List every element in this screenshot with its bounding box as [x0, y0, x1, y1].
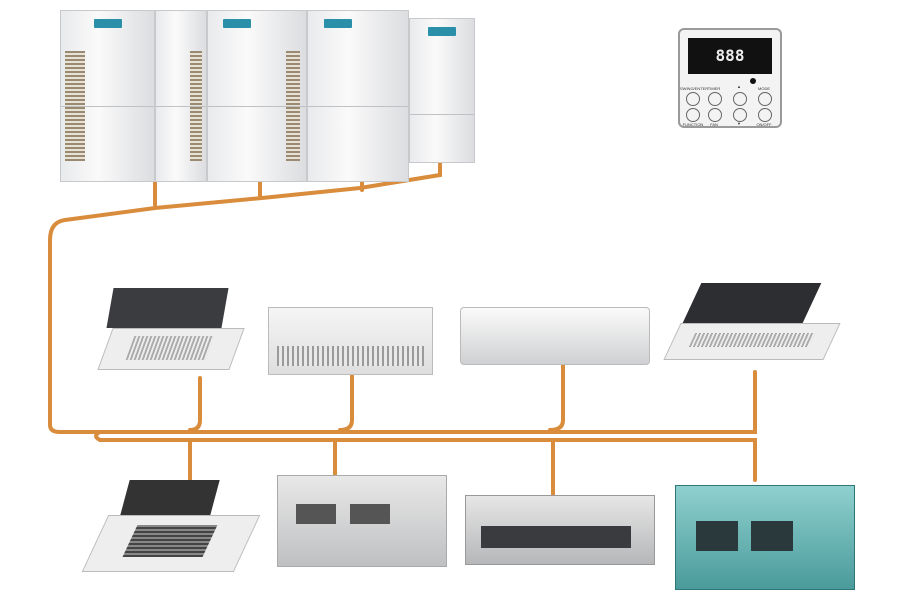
remote-button: [708, 92, 722, 106]
ducted-unit: [277, 475, 447, 567]
remote-label: MODE: [758, 86, 770, 91]
remote-button: [733, 92, 747, 106]
outdoor-unit: [409, 18, 475, 163]
outdoor-unit: [307, 10, 409, 182]
remote-button: [708, 108, 722, 122]
outdoor-unit: [60, 10, 155, 182]
remote-button: [686, 108, 700, 122]
remote-label: ON/OFF: [756, 122, 772, 127]
remote-button: [758, 92, 772, 106]
one-way-cassette-unit: [663, 283, 841, 375]
cassette-unit: [97, 288, 245, 383]
slim-ducted-unit: [465, 495, 655, 565]
remote-label: ▼: [737, 121, 741, 126]
remote-label: ▲: [737, 84, 741, 89]
remote-label: SWING/ENTER: [680, 86, 709, 91]
high-static-ducted-unit: [675, 485, 855, 590]
wired-remote-controller: 888 SWING/ENTER TIMER ▲ MODE FUNCTION FA…: [678, 28, 782, 128]
remote-sensor-icon: [750, 78, 756, 84]
wall-mounted-unit: [460, 307, 650, 365]
ceiling-floor-unit: [268, 307, 433, 375]
remote-label: FAN: [710, 122, 718, 127]
outdoor-unit: [207, 10, 307, 182]
remote-display: 888: [688, 38, 772, 74]
four-way-cassette-unit: [81, 480, 261, 578]
outdoor-unit: [155, 10, 207, 182]
remote-button: [686, 92, 700, 106]
remote-label: FUNCTION: [682, 122, 704, 127]
remote-button: [758, 108, 772, 122]
remote-label: TIMER: [707, 86, 721, 91]
remote-button: [733, 108, 747, 122]
